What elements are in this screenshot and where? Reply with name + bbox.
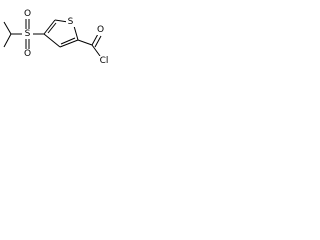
bond-carbonyl-to-chlorine — [91, 44, 101, 57]
ring-bond-c2-c3 — [59, 39, 79, 48]
acyl-chloride-group — [77, 33, 102, 57]
ring-double-bond-c2-c3 — [60, 37, 76, 45]
carbonyl-oxygen-label: O — [97, 25, 104, 35]
chlorine-label: Cl — [100, 56, 109, 66]
ring-bond-c3-c4 — [43, 33, 61, 48]
ring-bond-s-c2 — [73, 25, 79, 41]
sulfonyl-group — [25, 19, 44, 49]
bond-ring-to-carbonyl — [77, 39, 93, 46]
molecule-structure-diagram: S O O S O Cl — [3, 9, 111, 66]
atom-labels: S O O S O Cl — [23, 9, 111, 66]
bond-methyl-bottom — [3, 33, 12, 48]
sulfonyl-sulfur-label: S — [25, 29, 31, 39]
thiophene-ring — [43, 19, 79, 48]
ring-bond-c5-s — [54, 19, 69, 23]
sulfonyl-oxygen-top-label: O — [24, 9, 31, 19]
bond-carbonyl-o-b — [94, 35, 102, 48]
isopropyl-group — [3, 21, 22, 48]
sulfonyl-oxygen-bottom-label: O — [24, 49, 31, 59]
ring-double-bond-c4-c5 — [47, 22, 57, 34]
bond-methyl-top — [3, 21, 12, 35]
ring-sulfur-label: S — [68, 17, 74, 27]
bond-carbonyl-o-a — [91, 33, 99, 46]
ring-bond-c4-c5 — [43, 19, 56, 35]
